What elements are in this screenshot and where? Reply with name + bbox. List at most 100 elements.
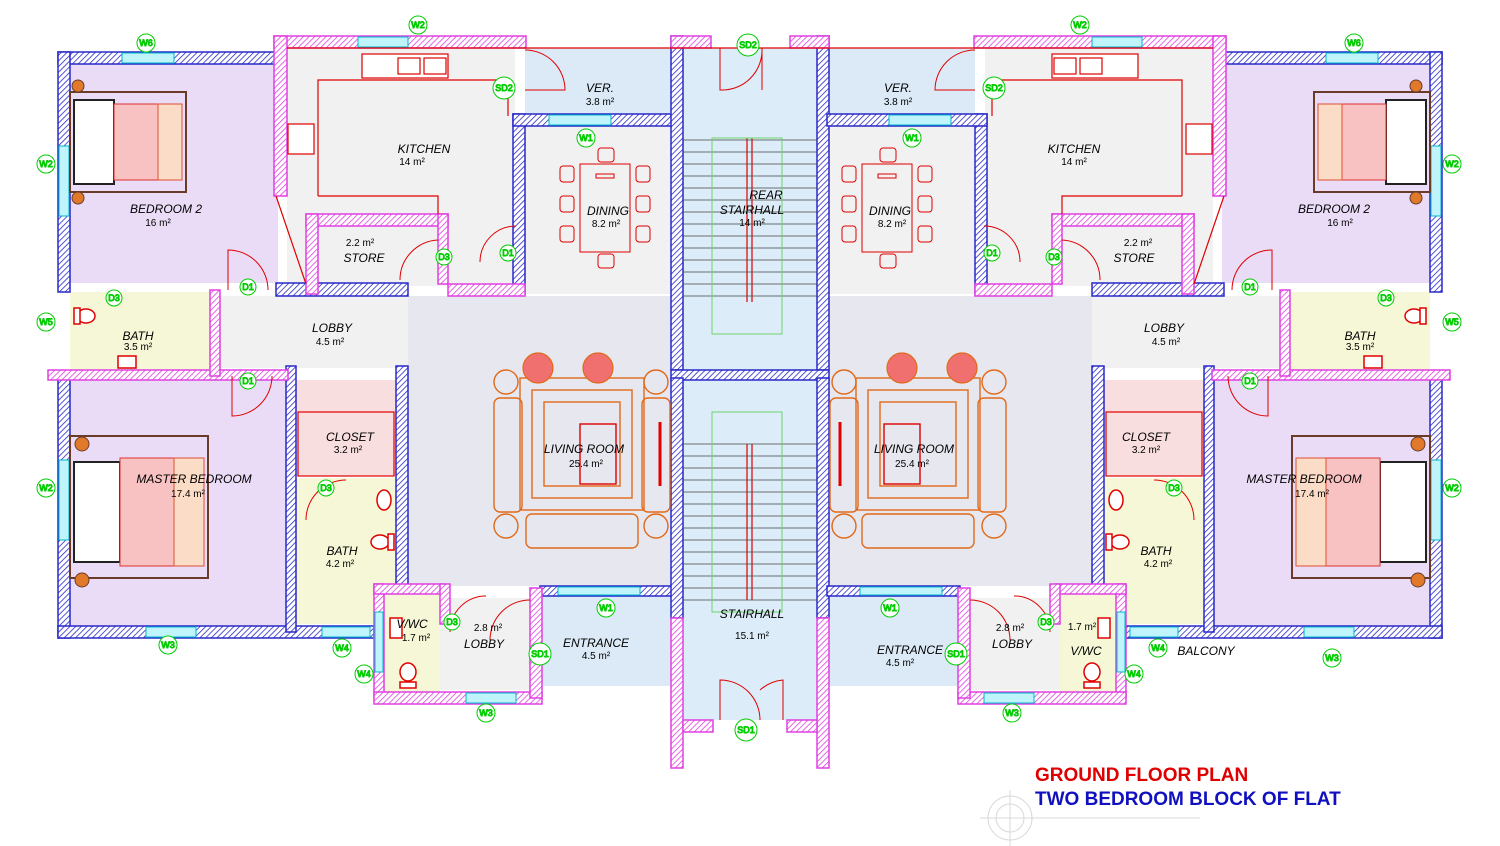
svg-text:SD2: SD2 [985,83,1003,93]
bath-ens-right-name: BATH [1140,544,1171,558]
lobby2-right-name: LOBBY [992,637,1033,651]
vwc-left-area: 1.7 m² [402,633,431,644]
rear-stair-treads [683,139,817,297]
master-left-area: 17.4 m² [171,489,206,500]
master-left-name: MASTER BEDROOM [136,472,251,486]
stairhall-treads [683,443,817,601]
store-left-area: 2.2 m² [346,238,375,249]
svg-text:D1: D1 [502,248,514,258]
rear-stair-fill [683,48,817,370]
ver-left-area: 3.8 m² [586,97,615,108]
balcony-name: BALCONY [1177,644,1235,658]
living-right-fill [827,296,1092,586]
closet-right-fill [1104,380,1204,476]
svg-text:W5: W5 [1445,317,1459,327]
svg-text:D3: D3 [1168,483,1180,493]
svg-text:W4: W4 [335,643,349,653]
svg-text:D3: D3 [1048,252,1060,262]
lobby2-right-fill [960,598,1060,690]
svg-text:SD1: SD1 [947,649,965,659]
svg-text:D1: D1 [1244,282,1256,292]
bath-ens-left-name: BATH [326,544,357,558]
svg-text:W2: W2 [39,483,53,493]
entrance-left-area: 4.5 m² [582,651,611,662]
svg-text:W2: W2 [1445,159,1459,169]
svg-text:D3: D3 [438,252,450,262]
living-left-fill [408,296,673,586]
closet-left-name: CLOSET [326,430,376,444]
plan-title: GROUND FLOOR PLAN [1035,765,1249,786]
lobby-right-fill [1092,296,1282,368]
kitchen-right-area: 14 m² [1061,157,1087,168]
store-left-name: STORE [343,251,385,265]
living-left-name: LIVING ROOM [544,442,624,456]
svg-text:W2: W2 [1445,483,1459,493]
living-furniture-right [829,369,1007,549]
dining-left-name: DINING [587,204,629,218]
svg-text:W4: W4 [357,669,371,679]
vwc-right-name: V/WC [1070,644,1102,658]
living-furniture-left-chairs [522,352,614,384]
bath-top-left-fill [70,292,210,370]
svg-text:W3: W3 [1005,708,1019,718]
lobby2-left-fill [440,598,540,690]
dining-right-name: DINING [869,204,911,218]
svg-text:D3: D3 [320,483,332,493]
svg-text:W6: W6 [1347,38,1361,48]
closet-right-area: 3.2 m² [1132,445,1161,456]
svg-text:W1: W1 [883,603,897,613]
lobby-left-fill [218,296,408,368]
svg-text:W2: W2 [411,20,425,30]
lobby-left-area: 4.5 m² [316,337,345,348]
lobby2-left-area: 2.8 m² [474,623,503,634]
bed-master-left [69,435,209,588]
svg-text:W5: W5 [39,317,53,327]
svg-text:D1: D1 [1244,376,1256,386]
ver-right-fill [827,48,975,116]
stairhall-name: STAIRHALL [720,607,784,621]
rear-stair-area: 14 m² [739,218,765,229]
bath-fixtures [73,307,1427,689]
master-right-area: 17.4 m² [1295,489,1330,500]
bedroom2-right-area: 16 m² [1327,218,1353,229]
dining-table-left [559,147,651,269]
store-right-name: STORE [1113,251,1155,265]
opening-tags: W6 W2 SD2 SD2 W1 W2 D1 D3 D1 D3 W5 D1 W2… [36,15,1462,742]
walls [47,35,1451,769]
store-right-area: 2.2 m² [1124,238,1153,249]
lobby-left-name: LOBBY [312,321,353,335]
lobby-right-name: LOBBY [1144,321,1185,335]
room-labels: BEDROOM 2 16 m² KITCHEN 14 m² VER. 3.8 m… [122,81,1375,669]
svg-text:W4: W4 [1127,669,1141,679]
ver-left-name: VER. [586,81,614,95]
bath-top-left-name: BATH [122,329,153,343]
bed-bedroom2-right [1313,79,1431,205]
living-furniture-left [493,369,671,549]
plan-subtitle: TWO BEDROOM BLOCK OF FLAT [1035,789,1341,810]
lobby2-left-name: LOBBY [464,637,505,651]
master-right-name: MASTER BEDROOM [1246,472,1361,486]
bed-bedroom2-left [69,79,187,205]
svg-text:D3: D3 [1380,293,1392,303]
svg-text:W3: W3 [161,640,175,650]
svg-text:D3: D3 [1040,617,1052,627]
svg-text:W4: W4 [1151,643,1165,653]
lobby2-right-area: 2.8 m² [996,623,1025,634]
stairhall-fill [683,378,817,720]
svg-text:D1: D1 [242,282,254,292]
svg-text:W1: W1 [599,603,613,613]
kitchen-right-name: KITCHEN [1048,142,1101,156]
bedroom2-left-area: 16 m² [145,218,171,229]
living-right-name: LIVING ROOM [874,442,954,456]
store-right-fill [1062,228,1182,284]
stairhall-area: 15.1 m² [735,631,770,642]
rear-stair-name-1: REAR [749,188,783,202]
entrance-right-area: 4.5 m² [886,658,915,669]
closet-left-area: 3.2 m² [334,445,363,456]
svg-text:D1: D1 [242,376,254,386]
dining-left-fill [525,124,673,294]
ver-left-fill [525,48,673,116]
bath-top-right-fill [1290,292,1430,370]
ver-right-area: 3.8 m² [884,97,913,108]
bath-top-right-area: 3.5 m² [1346,342,1375,353]
